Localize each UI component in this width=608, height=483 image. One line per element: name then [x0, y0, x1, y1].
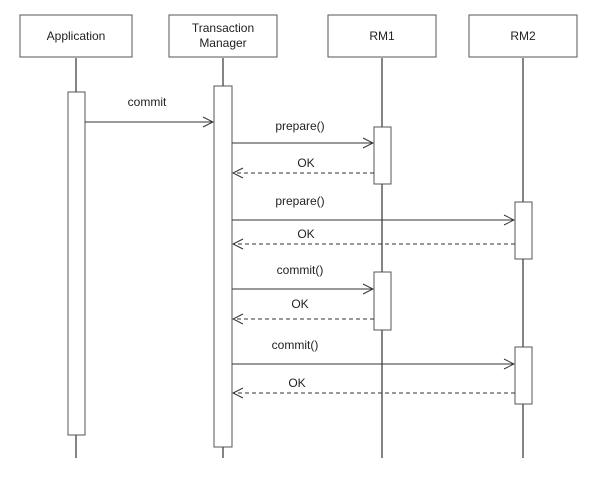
activation-rm2-commit: [514, 346, 533, 405]
message-label: prepare(): [275, 119, 324, 133]
participant-label: RM1: [369, 29, 395, 43]
message-prepare-tm-to-rm1: prepare(): [232, 119, 373, 143]
activation-rm1-prepare: [373, 126, 392, 185]
participant-transaction-manager: Transaction Manager: [168, 14, 278, 58]
participant-application: Application: [19, 14, 133, 58]
message-label: OK: [297, 227, 314, 241]
message-ok-rm2-to-tm: OK: [233, 227, 515, 244]
participant-rm2: RM2: [468, 14, 578, 58]
message-ok-rm1-to-tm: OK: [233, 156, 374, 173]
message-label: OK: [291, 297, 308, 311]
message-commit-tm-to-rm2: commit(): [232, 338, 514, 364]
message-label: prepare(): [275, 194, 324, 208]
message-ok-rm2-to-tm-2: OK: [233, 376, 515, 393]
participant-label: RM2: [510, 29, 536, 43]
message-label: OK: [288, 376, 305, 390]
participant-label: Transaction: [192, 21, 254, 35]
message-label: commit(): [272, 338, 319, 352]
participant-rm1: RM1: [327, 14, 437, 58]
message-label: commit(): [277, 263, 324, 277]
message-label: commit: [128, 95, 167, 109]
participant-label: Manager: [199, 36, 246, 50]
participant-label: Application: [47, 29, 106, 43]
message-commit-app-to-tm: commit: [85, 95, 213, 122]
message-commit-tm-to-rm1: commit(): [232, 263, 373, 289]
message-prepare-tm-to-rm2: prepare(): [232, 194, 514, 220]
message-ok-rm1-to-tm-2: OK: [233, 297, 374, 319]
activation-transaction-manager: [213, 85, 233, 448]
activation-rm1-commit: [373, 271, 392, 331]
message-label: OK: [297, 156, 314, 170]
activation-application: [67, 91, 86, 436]
activation-rm2-prepare: [514, 201, 533, 260]
